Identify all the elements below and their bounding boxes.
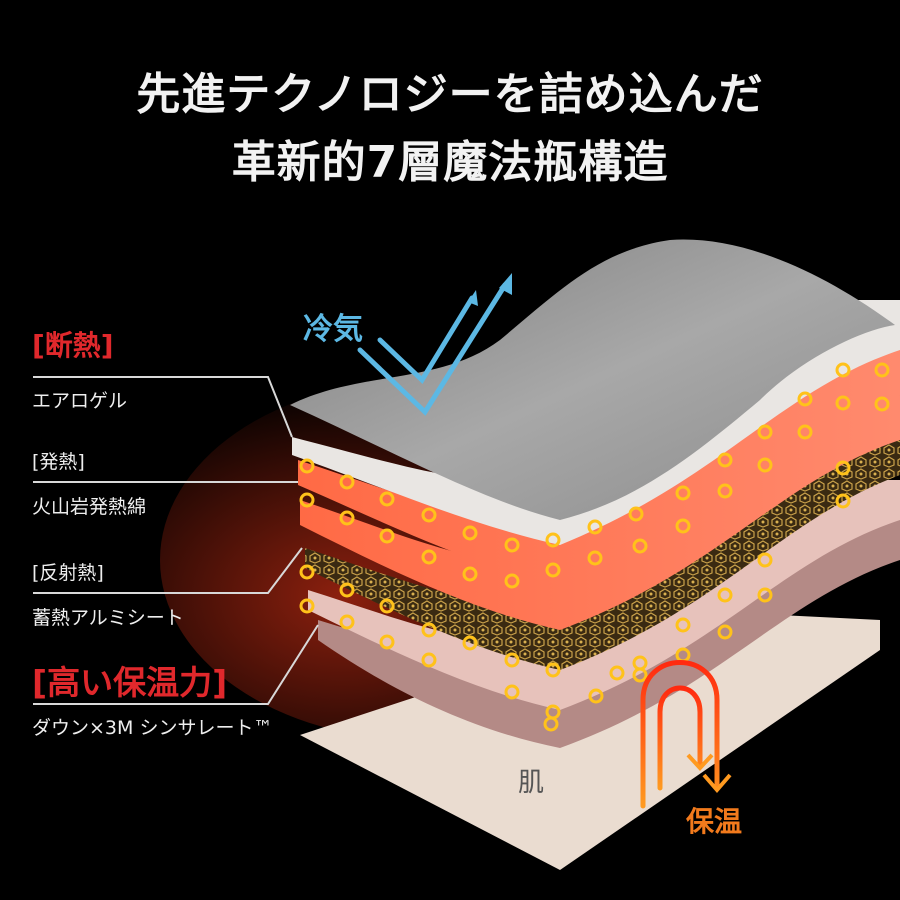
skin-layer [300,610,880,870]
label-reflective-heat: [反射熱] [32,562,104,584]
skin-label: 肌 [518,768,545,798]
label-aerogel: エアロゲル [32,390,128,412]
label-volcanic-cotton: 火山岩発熱綿 [32,496,147,518]
label-heating: [発熱] [32,451,85,473]
label-aluminum-sheet: 蓄熱アルミシート [32,607,184,629]
arrow-head-icon [702,773,732,794]
cold-air-arrows [357,282,508,416]
label-down-thinsulate: ダウン×3M シンサレート™ [32,717,273,739]
label-high-warmth: [高い保温力] [32,663,228,702]
headline-line2: 革新的7層魔法瓶構造 [231,137,669,188]
arrow-head-icon [468,290,478,306]
label-insulation: [断熱] [32,329,114,362]
heat-retention-label: 保温 [686,805,743,838]
cold-air-label: 冷気 [303,312,363,347]
outer-shell-layer [290,239,895,520]
heat-dots [299,362,890,732]
headline-line1: 先進テクノロジーを詰め込んだ [136,69,764,120]
arrow-head-icon [499,273,512,295]
heat-retention-arrows [640,660,720,809]
arrow-head-icon [686,753,714,771]
leader-lines [33,376,319,705]
